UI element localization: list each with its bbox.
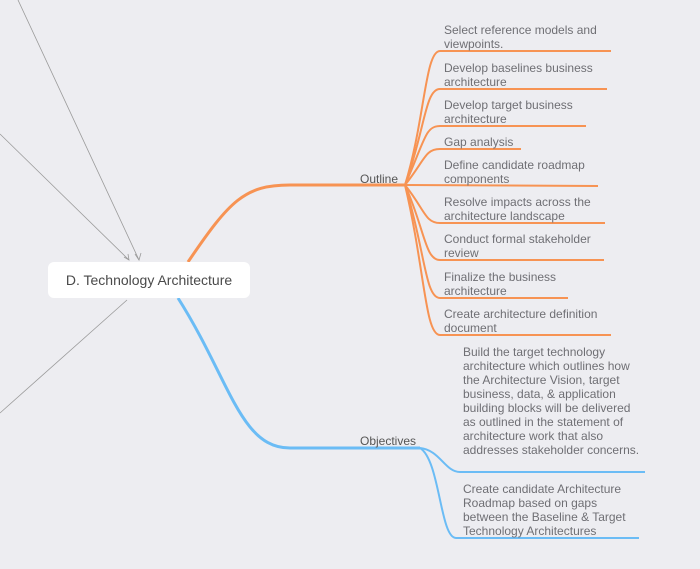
branch-objectives-label: Objectives bbox=[360, 434, 417, 448]
outline-item[interactable]: Select reference models and viewpoints. bbox=[444, 23, 614, 51]
branch-outline-label: Outline bbox=[360, 172, 399, 186]
outline-item[interactable]: Resolve impacts across the architecture … bbox=[444, 195, 604, 223]
branch-outline[interactable]: Outline bbox=[360, 172, 398, 186]
outline-item[interactable]: Develop target business architecture bbox=[444, 98, 589, 126]
outline-item-text: Develop target business architecture bbox=[444, 98, 573, 126]
outline-item[interactable]: Develop baselines business architecture bbox=[444, 61, 609, 89]
objectives-item[interactable]: Create candidate Architecture Roadmap ba… bbox=[463, 482, 635, 538]
objectives-leaf-lines bbox=[419, 447, 645, 539]
outline-item-text: Resolve impacts across the architecture … bbox=[444, 195, 591, 223]
outline-item-text: Select reference models and viewpoints. bbox=[444, 23, 597, 51]
outline-item[interactable]: Finalize the business architecture bbox=[444, 270, 569, 298]
outline-branch-line bbox=[186, 183, 405, 263]
outline-item[interactable]: Create architecture definition document bbox=[444, 307, 612, 335]
outline-item[interactable]: Conduct formal stakeholder review bbox=[444, 232, 599, 260]
outline-item-text: Conduct formal stakeholder review bbox=[444, 232, 591, 260]
outline-item-text: Define candidate roadmap components bbox=[444, 158, 585, 186]
outline-item[interactable]: Gap analysis bbox=[444, 135, 564, 149]
relationship-arrows bbox=[0, 0, 142, 414]
objectives-item-text: Build the target technology architecture… bbox=[463, 345, 640, 457]
root-node[interactable]: D. Technology Architecture bbox=[48, 262, 250, 298]
root-node-label: D. Technology Architecture bbox=[65, 272, 233, 288]
outline-item-text: Finalize the business architecture bbox=[444, 270, 557, 298]
objectives-item[interactable]: Build the target technology architecture… bbox=[463, 345, 641, 457]
outline-item[interactable]: Define candidate roadmap components bbox=[444, 158, 594, 186]
objectives-item-text: Create candidate Architecture Roadmap ba… bbox=[463, 482, 626, 538]
outline-item-text: Gap analysis bbox=[444, 135, 514, 149]
outline-item-text: Develop baselines business architecture bbox=[444, 61, 593, 89]
outline-item-text: Create architecture definition document bbox=[444, 307, 598, 335]
objectives-branch-line bbox=[176, 297, 420, 450]
branch-objectives[interactable]: Objectives bbox=[360, 434, 416, 448]
outline-leaf-lines bbox=[404, 50, 611, 336]
